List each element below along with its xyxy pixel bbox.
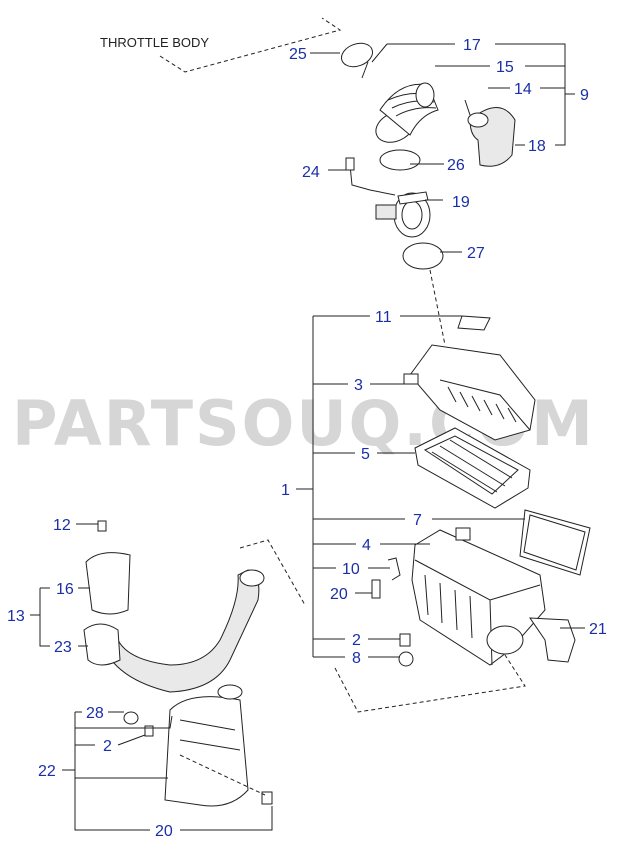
callout-21: 21 [589, 621, 607, 638]
callout-8: 8 [352, 650, 361, 667]
callout-3: 3 [354, 377, 363, 394]
air-cleaner-body-4 [411, 527, 546, 666]
callout-2-lower: 2 [103, 738, 112, 755]
air-flow-sensor-19 [375, 191, 431, 238]
callout-15: 15 [496, 59, 514, 76]
callout-19: 19 [452, 194, 470, 211]
callout-25: 25 [289, 46, 307, 63]
throttle-body-pointer [159, 17, 342, 73]
callout-10: 10 [342, 561, 360, 578]
callout-20-lower: 20 [155, 823, 173, 840]
callout-2-upper: 2 [352, 632, 361, 649]
callout-23: 23 [54, 639, 72, 656]
air-filter-element-5 [414, 427, 531, 509]
grommet-2-lower [144, 725, 154, 737]
bolt-20-upper [371, 579, 381, 599]
callout-5: 5 [361, 446, 370, 463]
callout-4: 4 [362, 537, 371, 554]
callout-20-upper: 20 [330, 586, 348, 603]
callout-7: 7 [413, 512, 422, 529]
hose-clamp-25 [341, 42, 373, 68]
air-cleaner-cover-3 [403, 344, 536, 441]
duct-16 [85, 552, 131, 615]
assembly-outline [334, 654, 526, 713]
callout-18: 18 [528, 138, 546, 155]
bracket-21 [529, 617, 576, 663]
callout-28: 28 [86, 705, 104, 722]
resonator-connector [464, 99, 471, 116]
leader-lines [30, 43, 585, 831]
callout-17: 17 [463, 37, 481, 54]
resonator-cap-14 [467, 112, 489, 128]
bolt-20-pointer [179, 754, 266, 796]
grommet-8 [398, 651, 414, 667]
hose-clamp-26 [379, 149, 421, 171]
callout-9: 9 [580, 87, 589, 104]
label-11 [457, 315, 491, 331]
intake-hose [375, 82, 439, 143]
callout-13: 13 [7, 608, 25, 625]
duct-end-upper [239, 569, 265, 587]
gasket-27 [402, 242, 444, 270]
bolt-12 [97, 520, 107, 532]
duct-outline [239, 539, 306, 606]
throttle-body-label: THROTTLE BODY [100, 35, 209, 50]
grommet-28 [123, 711, 139, 725]
grommet-2-upper [399, 633, 411, 647]
callout-numbers: 17 25 15 9 14 18 24 26 19 27 11 3 5 1 7 … [7, 37, 607, 840]
seal-7 [519, 509, 591, 576]
gasket-pointer [429, 269, 446, 346]
callout-22: 22 [38, 763, 56, 780]
sensor-24 [345, 157, 355, 171]
callout-16: 16 [56, 581, 74, 598]
callout-26: 26 [447, 157, 465, 174]
clip-10 [387, 557, 401, 581]
callout-24: 24 [302, 164, 320, 181]
clamp-screw [361, 61, 369, 79]
callout-11: 11 [375, 309, 392, 326]
callout-12: 12 [53, 517, 71, 534]
resonator-22 [164, 684, 249, 807]
callout-14: 14 [514, 81, 532, 98]
duct-23 [83, 623, 121, 666]
callout-1: 1 [281, 482, 290, 499]
sensor-wire-24 [349, 164, 396, 196]
callout-27: 27 [467, 245, 485, 262]
